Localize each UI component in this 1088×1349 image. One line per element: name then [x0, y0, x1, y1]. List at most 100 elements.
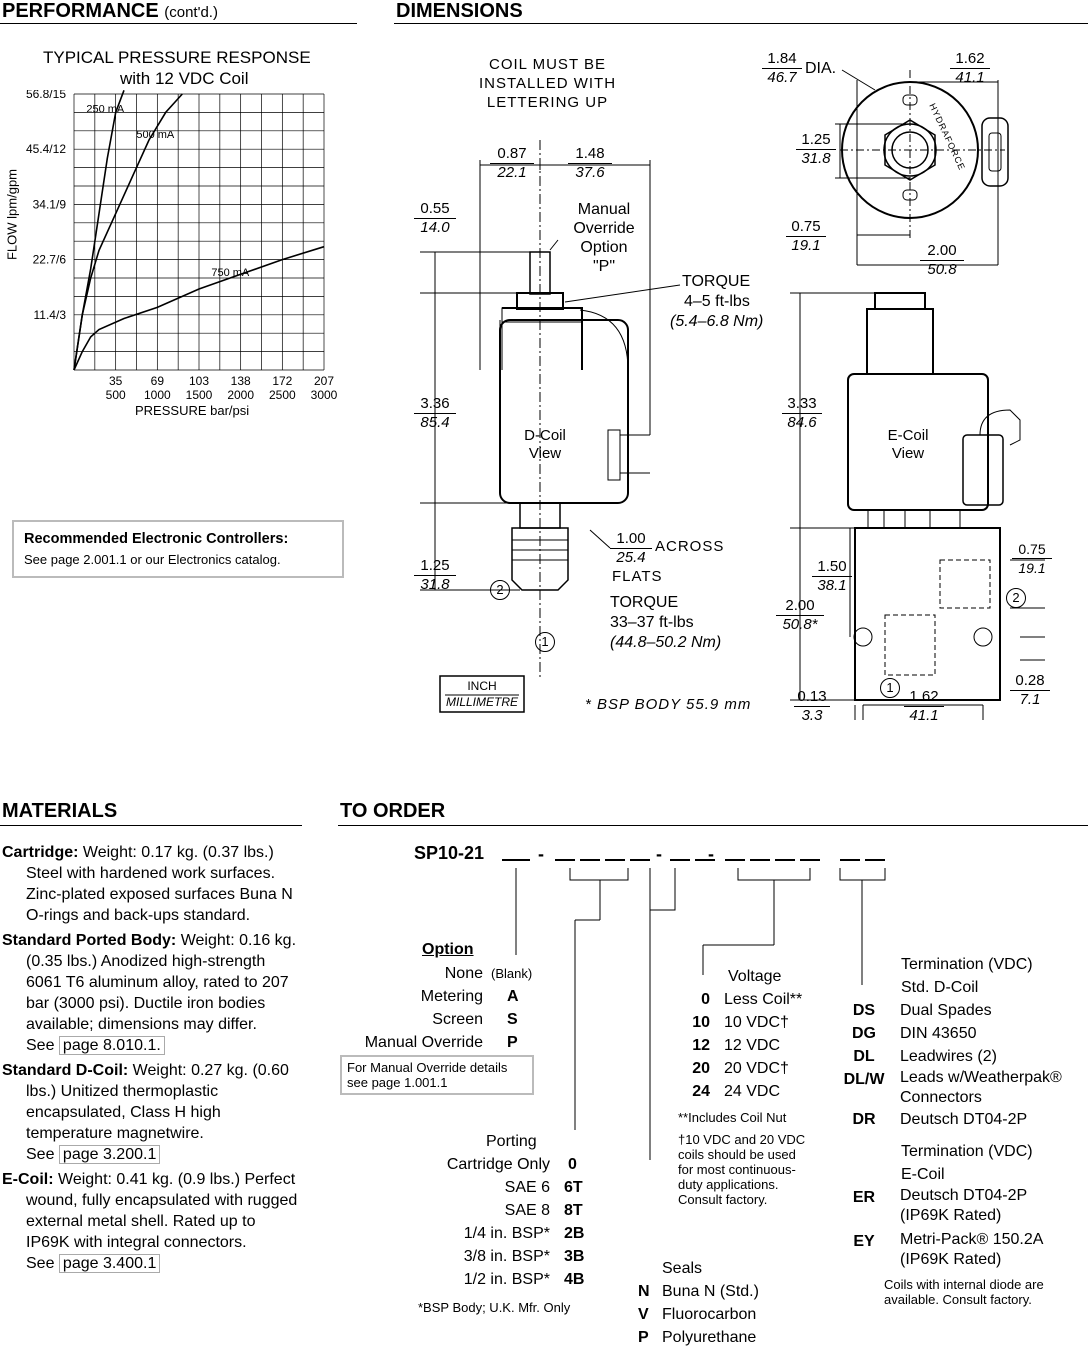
- term-e-subtitle: E-Coil: [901, 1166, 945, 1183]
- coil-note: COIL MUST BE INSTALLED WITH LETTERING UP: [475, 55, 620, 112]
- dim-inch: 3.33: [787, 395, 817, 412]
- materials-rule: [0, 825, 302, 826]
- porting-name: SAE 6: [504, 1179, 550, 1196]
- torque-line: (44.8–50.2 Nm): [610, 634, 722, 651]
- dim-mm: 22.1: [490, 163, 534, 182]
- see-label: See: [26, 1255, 55, 1272]
- dim-inch: 1.84: [767, 50, 797, 67]
- term-name: Deutsch DT04-2P: [900, 1111, 1028, 1128]
- chart-xlabel: PRESSURE bar/psi: [135, 403, 250, 418]
- voltage-name: 12 VDC: [724, 1037, 781, 1054]
- voltage-code: 12: [692, 1037, 710, 1054]
- dim-mm: 37.6: [568, 163, 612, 182]
- materials-list: Cartridge: Weight: 0.17 kg. (0.37 lbs.) …: [2, 842, 302, 1274]
- material-item: Standard D-Coil: Weight: 0.27 kg. (0.60 …: [2, 1060, 302, 1165]
- voltage-code: 20: [692, 1060, 710, 1077]
- material-label: E-Coil:: [2, 1171, 54, 1188]
- dim-inch: 1.48: [575, 145, 605, 162]
- dim-mm: 25.4: [610, 548, 652, 567]
- ecoil-line: View: [891, 445, 925, 462]
- dim-inch: 1.00: [616, 530, 646, 547]
- y-tick-label: 22.7/6: [33, 253, 67, 267]
- order-code: SP10-21: [414, 843, 485, 863]
- dim-mm: 50.8: [920, 260, 964, 279]
- callout-1-dcoil: 1: [535, 632, 555, 652]
- porting-code: 2B: [564, 1225, 585, 1242]
- chart-title: TYPICAL PRESSURE RESPONSE: [43, 48, 311, 67]
- page-link[interactable]: page 8.010.1.: [58, 1036, 165, 1055]
- material-label: Cartridge:: [2, 844, 79, 861]
- material-label: Standard Ported Body:: [2, 932, 177, 949]
- seal-name: Buna N (Std.): [662, 1283, 759, 1300]
- controllers-title: Recommended Electronic Controllers:: [24, 531, 289, 547]
- x-tick-label-bar: 172: [272, 374, 292, 388]
- torque-line: 4–5 ft-lbs: [684, 293, 750, 310]
- seal-code: V: [638, 1306, 649, 1323]
- porting-name: Cartridge Only: [446, 1156, 550, 1173]
- term-e-note: Coils with internal diode are available.…: [884, 1277, 1044, 1307]
- x-tick-label-bar: 35: [109, 374, 123, 388]
- dim-mm: 50.8*: [776, 615, 824, 634]
- material-item: Standard Ported Body: Weight: 0.16 kg. (…: [2, 930, 302, 1056]
- voltage-code: 0: [701, 991, 710, 1008]
- dim-inch: 0.87: [497, 145, 527, 162]
- legend-inch: INCH: [467, 679, 497, 693]
- ecoil-connector: [962, 434, 1004, 506]
- coil-note-line: INSTALLED WITH: [478, 75, 617, 92]
- page-link[interactable]: page 3.400.1: [58, 1254, 161, 1273]
- performance-title: PERFORMANCE (cont'd.): [2, 0, 218, 23]
- flats-label: FLATS: [612, 568, 663, 585]
- dim-inch: 0.75: [791, 218, 821, 235]
- top-view-connector: [981, 117, 1009, 187]
- option-heading: Option: [422, 938, 474, 961]
- option-note: For Manual Override details see page 1.0…: [340, 1055, 534, 1095]
- seal-name: Fluorocarbon: [662, 1306, 757, 1323]
- porting-name: 1/4 in. BSP*: [463, 1225, 550, 1242]
- dim-mm: 85.4: [414, 413, 456, 432]
- x-tick-label-psi: 3000: [311, 388, 338, 402]
- dim-inch: 1.62: [909, 688, 939, 705]
- term-e-title: Termination (VDC): [901, 1143, 1033, 1160]
- voltage-note-1: **Includes Coil Nut: [678, 1110, 787, 1125]
- dimensions-rule: [394, 23, 1088, 24]
- porting-name: SAE 8: [504, 1202, 550, 1219]
- ecoil-nut: [874, 292, 926, 310]
- page-link[interactable]: page 3.200.1: [58, 1145, 161, 1164]
- voltage-title: Voltage: [728, 968, 782, 985]
- dim-mm: 41.1: [904, 706, 944, 725]
- unit-legend-box: [439, 675, 525, 713]
- y-tick-label: 45.4/12: [26, 142, 66, 156]
- term-code: DG: [852, 1025, 876, 1042]
- y-tick-label: 34.1/9: [33, 197, 67, 211]
- order-rule: [338, 825, 1088, 826]
- voltage-name: 10 VDC†: [724, 1014, 789, 1031]
- term-name: Deutsch DT04-2P (IP69K Rated): [900, 1187, 1027, 1224]
- material-text: Weight: 0.41 kg. (0.9 lbs.) Perfect woun…: [26, 1171, 298, 1251]
- dcoil-line: D-Coil: [524, 427, 566, 444]
- manual-line: Option: [580, 239, 628, 256]
- series-label: 500 mA: [136, 129, 175, 141]
- porting-title: Porting: [486, 1133, 537, 1150]
- callout-2-ecoil: 2: [1006, 588, 1026, 608]
- x-tick-label-bar: 138: [231, 374, 251, 388]
- voltage-row: 12 12 VDC: [680, 1034, 802, 1057]
- seal-code: N: [638, 1283, 650, 1300]
